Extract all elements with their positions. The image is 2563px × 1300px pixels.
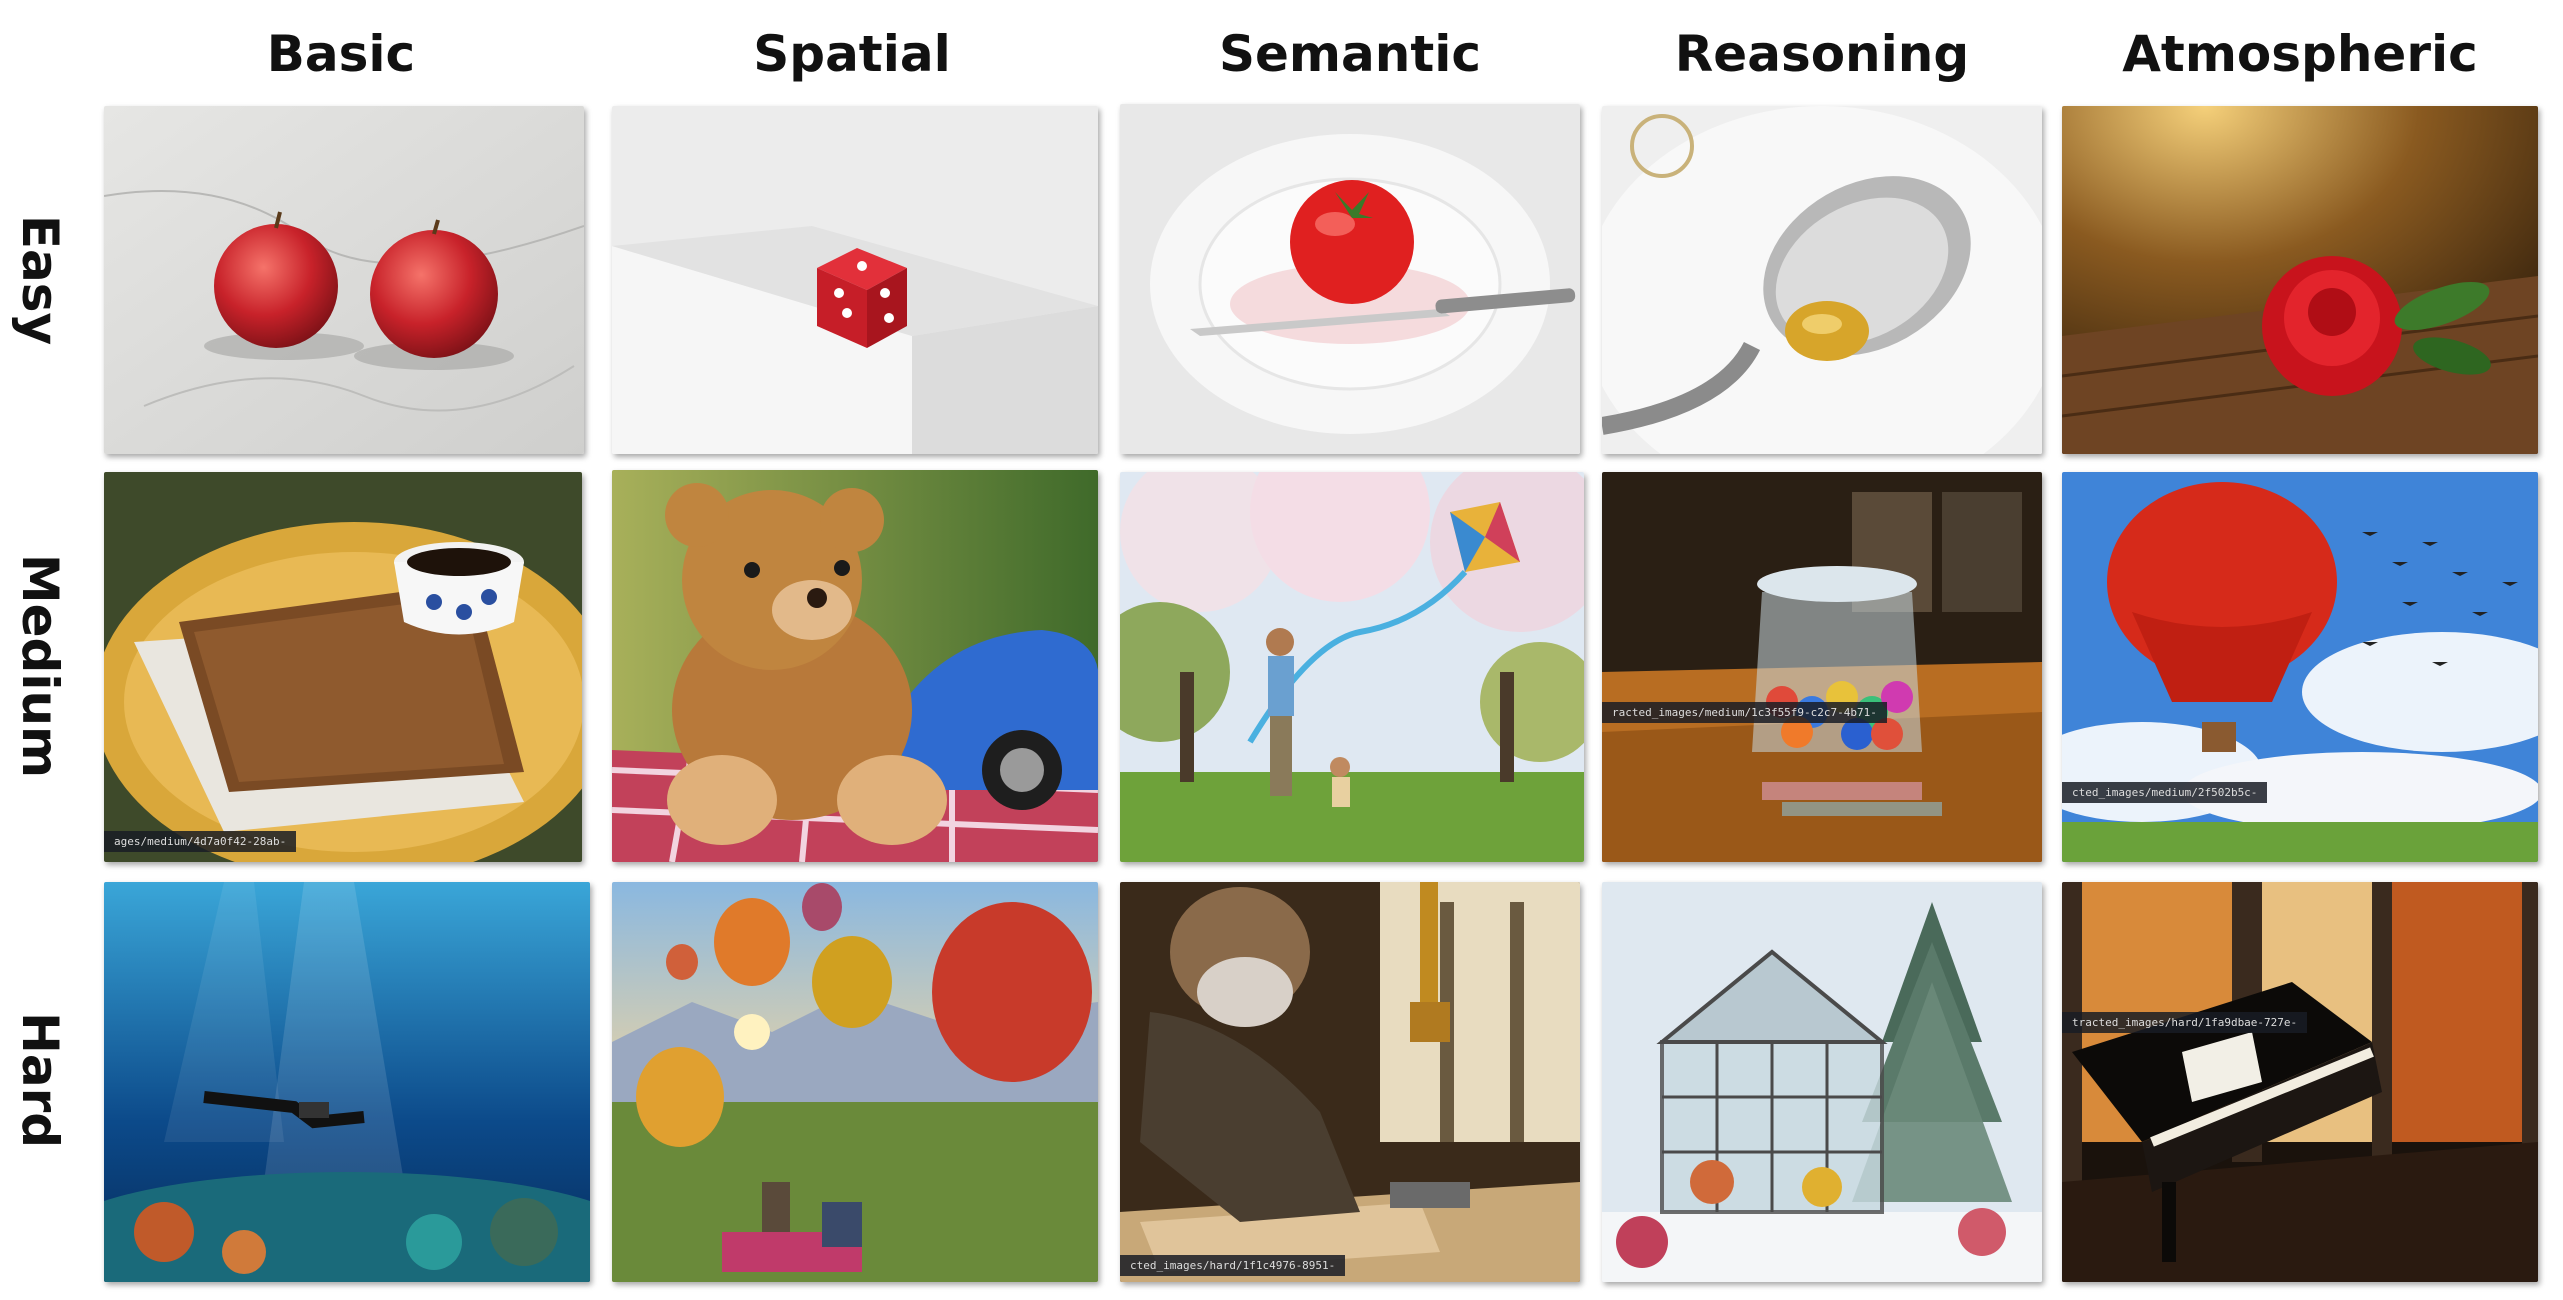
overlay-path-tag: ages/medium/4d7a0f42-28ab- [104, 831, 297, 852]
overlay-path-tag: cted_images/medium/2f502b5c- [2062, 782, 2268, 803]
row-label-hard: Hard [0, 880, 80, 1280]
image-easy-reasoning-spoon [1602, 106, 2042, 454]
image-hard-spatial-balloons-valley [612, 882, 1098, 1282]
image-hard-reasoning-greenhouse [1602, 882, 2042, 1282]
column-header-reasoning: Reasoning [1674, 25, 1970, 83]
image-medium-spatial-teddy-car [612, 470, 1098, 862]
row-label-medium-text: Medium [11, 553, 70, 779]
row-label-medium: Medium [0, 470, 80, 862]
row-label-easy: Easy [0, 106, 80, 454]
column-header-spatial: Spatial [753, 25, 951, 83]
image-medium-reasoning-marble-jar: racted_images/medium/1c3f55f9-c2c7-4b71- [1602, 472, 2042, 862]
overlay-path-tag: racted_images/medium/1c3f55f9-c2c7-4b71- [1602, 702, 1887, 723]
image-medium-atmospheric-balloon-birds: cted_images/medium/2f502b5c- [2062, 472, 2538, 862]
overlay-path-tag: cted_images/hard/1f1c4976-8951- [1120, 1255, 1346, 1276]
image-hard-semantic-woodworker: cted_images/hard/1f1c4976-8951- [1120, 882, 1580, 1282]
row-label-easy-text: Easy [11, 214, 69, 346]
image-easy-atmospheric-rose [2062, 106, 2538, 454]
image-medium-basic-wallet-cup: ages/medium/4d7a0f42-28ab- [104, 472, 582, 862]
image-hard-basic-diver [104, 882, 590, 1282]
row-label-hard-text: Hard [11, 1011, 70, 1149]
image-easy-basic-apples [104, 106, 584, 454]
column-header-atmospheric: Atmospheric [2122, 25, 2478, 83]
image-hard-atmospheric-piano: tracted_images/hard/1fa9dbae-727e- [2062, 882, 2538, 1282]
column-header-semantic: Semantic [1218, 25, 1482, 83]
image-medium-semantic-kite [1120, 472, 1584, 862]
column-header-basic: Basic [266, 25, 416, 83]
image-easy-semantic-tomato [1120, 104, 1580, 454]
image-easy-spatial-dice [612, 106, 1098, 454]
overlay-path-tag: tracted_images/hard/1fa9dbae-727e- [2062, 1012, 2308, 1033]
